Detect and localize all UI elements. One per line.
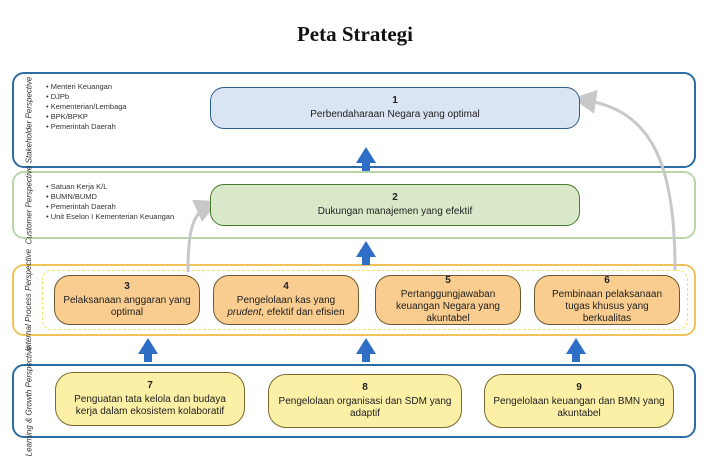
objective-5: 5 Pertanggungjawaban keuangan Negara yan… [375,275,521,325]
up-arrow-icon [356,338,376,362]
connector-3-to-2 [186,199,219,273]
list-item: Menteri Keuangan [46,82,127,92]
up-arrow-icon [356,241,376,265]
objective-2: 2 Dukungan manajemen yang efektif [210,184,580,226]
up-arrow-icon [566,338,586,362]
list-item: BUMN/BUMD [46,192,174,202]
page-title: Peta Strategi [296,22,414,46]
objective-4: 4 Pengelolaan kas yang prudent, efektif … [213,275,359,325]
up-arrow-icon [356,147,376,171]
list-item: Kementerian/Lembaga [46,102,127,112]
list-item: Satuan Kerja K/L [46,182,174,192]
stakeholder-list: Menteri Keuangan DJPb Kementerian/Lembag… [46,82,127,132]
objective-8: 8 Pengelolaan organisasi dan SDM yang ad… [268,374,462,428]
objective-9: 9 Pengelolaan keuangan dan BMN yang akun… [484,374,674,428]
objective-6: 6 Pembinaan pelaksanaan tugas khusus yan… [534,275,680,325]
list-item: BPK/BPKP [46,112,127,122]
objective-7: 7 Penguatan tata kelola dan budaya kerja… [55,372,245,426]
internal-dotted-frame [42,270,688,330]
list-item: DJPb [46,92,127,102]
objective-3: 3 Pelaksanaan anggaran yang optimal [54,275,200,325]
connector-6-to-1 [572,89,677,271]
list-item: Pemerintah Daerah [46,122,127,132]
list-item: Unit Eselon I Kementerian Keuangan [46,212,174,222]
up-arrow-icon [138,338,158,362]
list-item: Pemerintah Daerah [46,202,174,212]
objective-1: 1 Perbendaharaan Negara yang optimal [210,87,580,129]
customer-list: Satuan Kerja K/L BUMN/BUMD Pemerintah Da… [46,182,174,222]
